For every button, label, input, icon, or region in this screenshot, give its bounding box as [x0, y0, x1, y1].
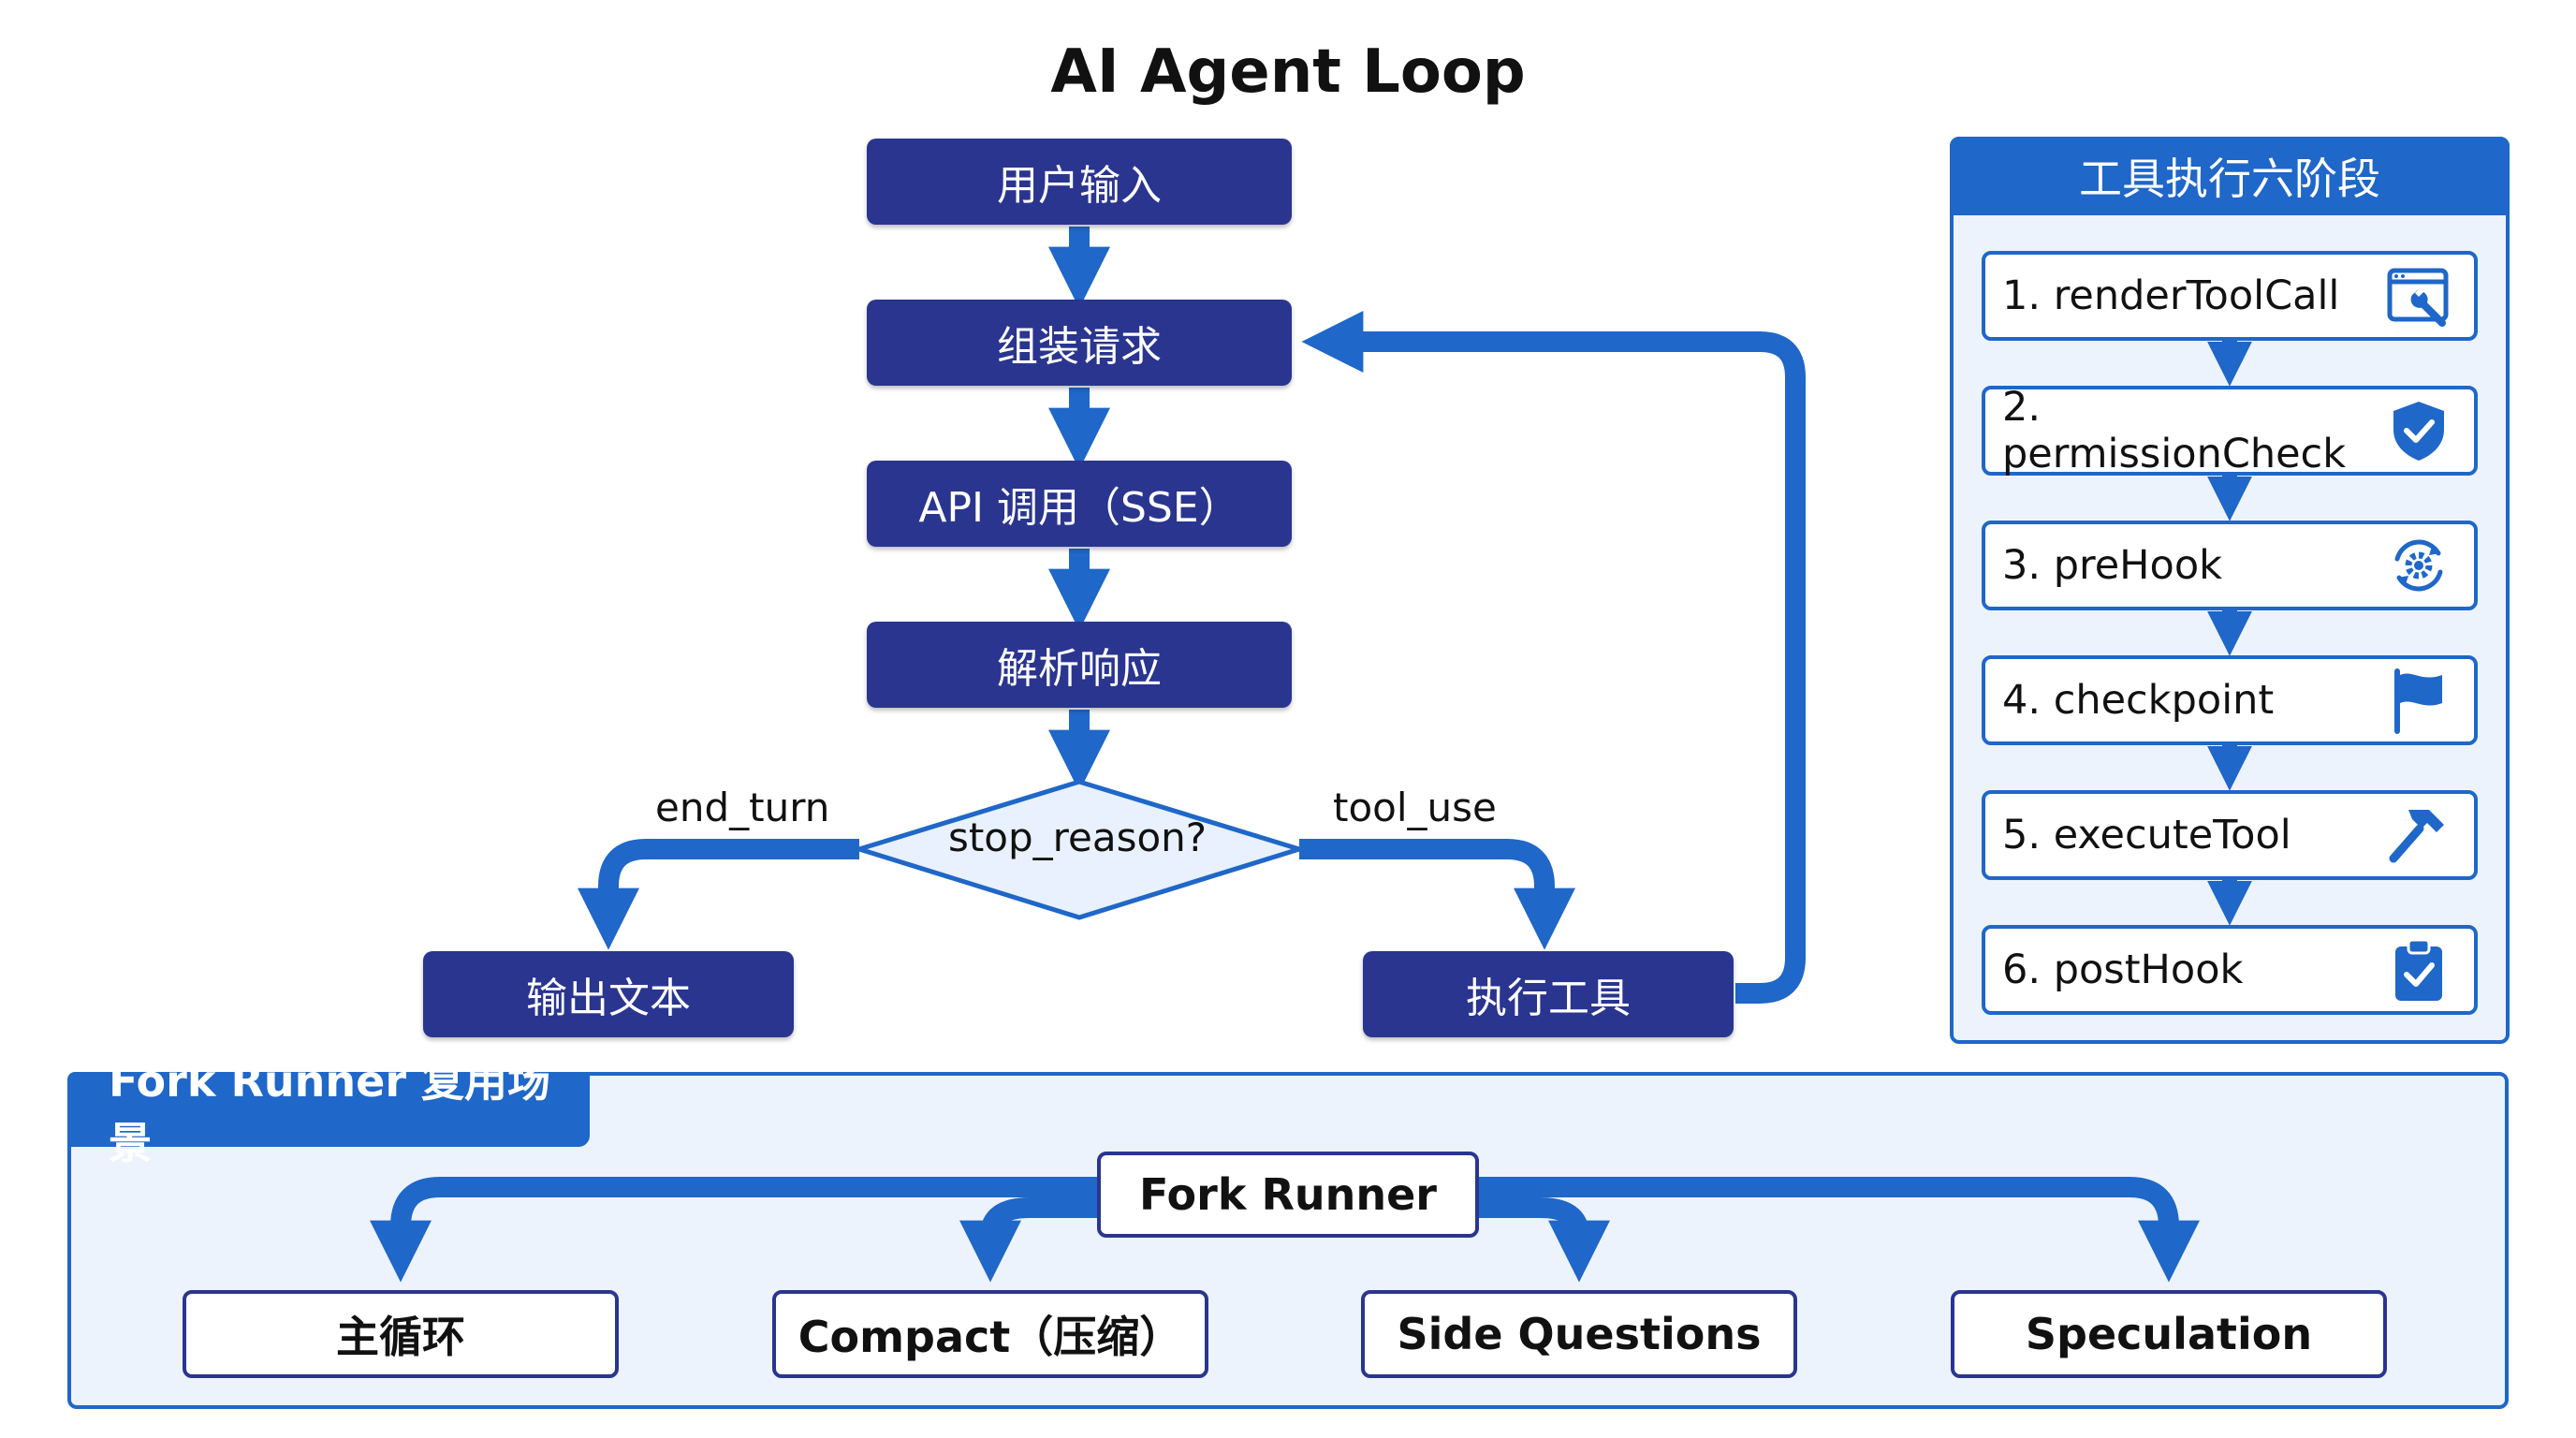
fork-arrow-speculation [1479, 1177, 2200, 1283]
tool-stages-panel-title: 工具执行六阶段 [1950, 137, 2510, 215]
tool-stage-checkpoint: 4. checkpoint [1982, 655, 2478, 745]
decision-diamond [851, 779, 1308, 920]
diagram-title: AI Agent Loop [1050, 37, 1526, 107]
stage-label: 6. postHook [2002, 946, 2244, 993]
stage-label: 2. permissionCheck [2002, 384, 2347, 477]
tool-use-label: tool_use [1333, 785, 1497, 830]
gear-refresh-icon [2394, 539, 2443, 592]
flag-icon [2394, 668, 2442, 734]
node-output-text: 输出文本 [423, 951, 794, 1037]
tool-stage-render-tool-call: 1. renderToolCall [1982, 251, 2478, 341]
stage-label: 3. preHook [2002, 542, 2223, 589]
fork-arrow-main-loop [370, 1177, 1097, 1283]
node-execute-tool: 执行工具 [1363, 951, 1734, 1037]
fork-arrow-compact [959, 1197, 1097, 1283]
fork-arrow-side-questions [1479, 1197, 1610, 1283]
node-parse-response: 解析响应 [867, 622, 1292, 708]
end-turn-label: end_turn [655, 785, 830, 830]
fork-child-main-loop: 主循环 [183, 1290, 619, 1378]
fork-child-compact: Compact（压缩） [772, 1290, 1208, 1378]
decision-label: stop_reason? [947, 814, 1208, 860]
arrow-end-turn [578, 839, 859, 950]
fork-child-side-questions: Side Questions [1361, 1290, 1797, 1378]
tool-stage-permission-check: 2. permissionCheck [1982, 384, 2478, 477]
tool-stage-pre-hook: 3. preHook [1982, 521, 2478, 610]
hammer-icon [2389, 810, 2444, 863]
tool-stage-post-hook: 6. postHook [1982, 925, 2478, 1015]
node-api-call: API 调用（SSE） [867, 461, 1292, 547]
fork-child-speculation: Speculation [1951, 1290, 2387, 1378]
arrow-tool-use [1299, 839, 1575, 950]
arrow-loop-back [1301, 311, 1806, 1004]
fork-runner-root: Fork Runner [1097, 1152, 1479, 1238]
tool-stage-execute-tool: 5. executeTool [1982, 790, 2478, 880]
stage-label: 5. executeTool [2002, 812, 2291, 858]
node-assemble-request: 组装请求 [867, 300, 1292, 386]
clipboard-check-icon [2395, 938, 2442, 1001]
node-user-input: 用户输入 [867, 139, 1292, 225]
stage-label: 1. renderToolCall [2002, 272, 2340, 319]
stage-label: 4. checkpoint [2002, 677, 2275, 724]
wrench-window-icon [2387, 268, 2449, 327]
shield-check-icon [2393, 402, 2444, 461]
